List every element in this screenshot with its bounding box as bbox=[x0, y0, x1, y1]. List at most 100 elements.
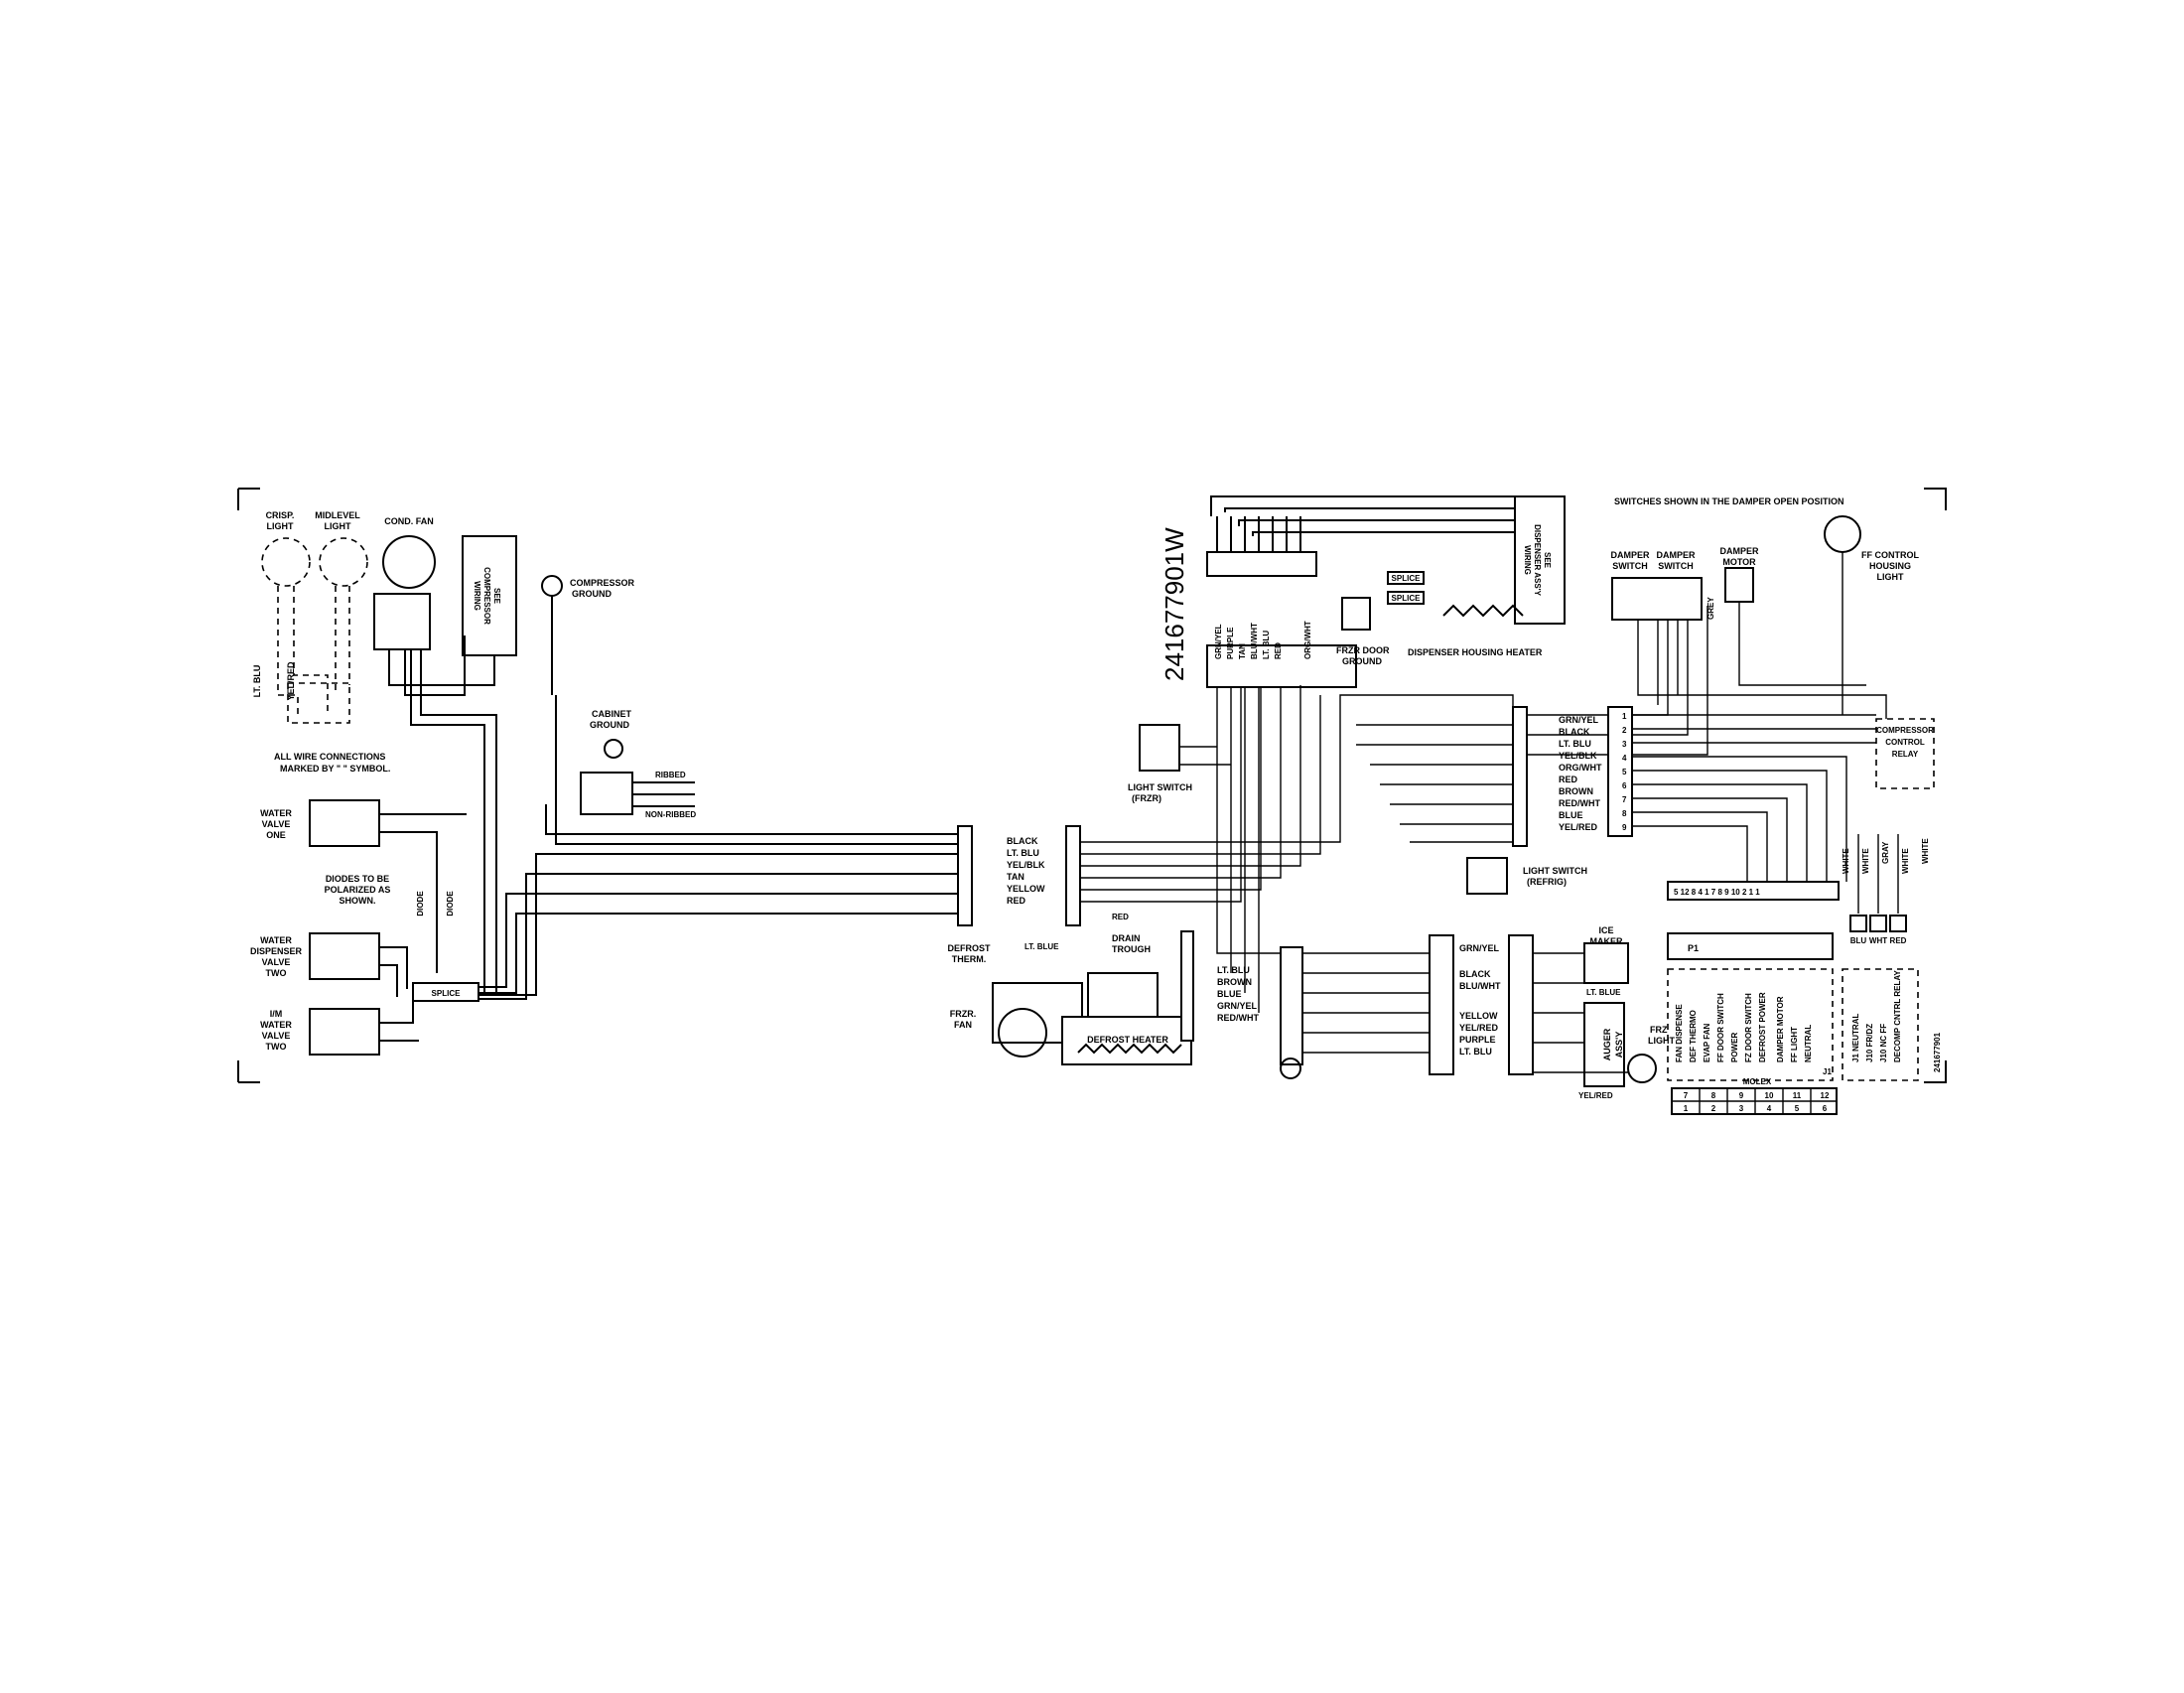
pin-block bbox=[1607, 706, 1633, 837]
harness4-5: PURPLE bbox=[1459, 1035, 1496, 1045]
harness4-6: LT. BLU bbox=[1459, 1047, 1492, 1057]
j1-labels: FAN DISPENSE DEF THERMO EVAP FAN FF DOOR… bbox=[1675, 992, 1813, 1062]
terminal-wht bbox=[1869, 915, 1887, 932]
frzr-fan-1: FRZR. bbox=[950, 1009, 977, 1019]
frzr-door-ground-icon bbox=[1341, 597, 1371, 631]
harness-connector-7 bbox=[1508, 934, 1534, 1075]
im-water-1: I/M bbox=[270, 1009, 283, 1019]
white-3: WHITE bbox=[1901, 848, 1910, 874]
relay-label-3: DECOMP CNTRL RELAY bbox=[1893, 970, 1902, 1062]
midlevel-light-label-1: MIDLEVEL bbox=[315, 510, 360, 520]
wht-label: WHT bbox=[1869, 936, 1887, 945]
light-connector bbox=[287, 682, 350, 724]
non-ribbed-label: NON-RIBBED bbox=[645, 810, 696, 819]
dispenser-housing-heater-label: DISPENSER HOUSING HEATER bbox=[1408, 647, 1543, 657]
harness-connector-5 bbox=[1280, 946, 1303, 1065]
damper-switch-1b: SWITCH bbox=[1612, 561, 1648, 571]
harness2-3: GRN/YEL bbox=[1217, 1001, 1258, 1011]
splice-label-3: SPLICE bbox=[1392, 594, 1422, 603]
top-wire-5: RED bbox=[1274, 642, 1283, 659]
defrost-section: DEFROST THERM. FRZR. FAN RED LT. BLUE DR… bbox=[947, 913, 1259, 1065]
im-water-valve bbox=[309, 1008, 380, 1056]
water-dispenser-2: DISPENSER bbox=[250, 946, 303, 956]
pin-6: 6 bbox=[1622, 781, 1627, 790]
pin-2: 2 bbox=[1622, 726, 1627, 735]
water-dispenser-valve bbox=[309, 932, 380, 980]
harness-block-3: GRN/YEL BLACK LT. BLU YEL/BLK ORG/WHT RE… bbox=[1466, 706, 1602, 895]
molex-top-5: 12 bbox=[1821, 1091, 1830, 1100]
damper-switch-1a: DAMPER bbox=[1610, 550, 1650, 560]
im-water-2: WATER bbox=[260, 1020, 292, 1030]
top-wire-0: GRN/YEL bbox=[1214, 624, 1223, 659]
frzr-fan-motor bbox=[998, 1008, 1047, 1058]
frzr-fan-2: FAN bbox=[954, 1020, 972, 1030]
harness-connector-2 bbox=[1065, 825, 1081, 926]
harness-connector-6 bbox=[1429, 934, 1454, 1075]
part-number-small: 241677901 bbox=[1933, 1032, 1942, 1072]
auger-1: AUGER bbox=[1602, 1028, 1612, 1060]
top-center-section: 241677901W GRN/YEL PURPLE TAN BLU/WHT LT… bbox=[1160, 495, 1844, 688]
harness1-2: YEL/BLK bbox=[1007, 860, 1045, 870]
j1-label-7: DAMPER MOTOR bbox=[1776, 996, 1785, 1062]
compressor-relay-1: COMPRESSOR bbox=[1876, 726, 1934, 735]
yel-red-label-2: YEL/RED bbox=[1578, 1091, 1613, 1100]
molex-bottom-0: 1 bbox=[1684, 1104, 1689, 1113]
cond-fan-motor bbox=[382, 535, 436, 589]
water-dispenser-1: WATER bbox=[260, 935, 292, 945]
right-section: DAMPER SWITCH DAMPER SWITCH DAMPER MOTOR… bbox=[1607, 515, 1942, 1115]
harness3-1: BLACK bbox=[1559, 727, 1590, 737]
all-wire-note-1: ALL WIRE CONNECTIONS bbox=[274, 752, 385, 762]
harness1-1: LT. BLU bbox=[1007, 848, 1039, 858]
molex-top-0: 7 bbox=[1684, 1091, 1689, 1100]
pin-9: 9 bbox=[1622, 823, 1627, 832]
p1-label: P1 bbox=[1688, 943, 1699, 953]
ff-control-light-2: HOUSING bbox=[1869, 561, 1911, 571]
pin-3: 3 bbox=[1622, 740, 1627, 749]
compressor-ground-label-2: GROUND bbox=[572, 589, 612, 599]
relay-label-0: J1 NEUTRAL bbox=[1851, 1014, 1860, 1062]
yel-red-label: YEL/RED bbox=[286, 661, 296, 701]
defrost-therm-1: DEFROST bbox=[947, 943, 991, 953]
relay-board bbox=[1842, 968, 1919, 1081]
damper-motor-1: DAMPER bbox=[1719, 546, 1759, 556]
harness4-4: YEL/RED bbox=[1459, 1023, 1499, 1033]
molex-top-1: 8 bbox=[1711, 1091, 1716, 1100]
crisp-light-label-1: CRISP. bbox=[266, 510, 295, 520]
molex-bottom-5: 6 bbox=[1823, 1104, 1828, 1113]
top-wire-1: PURPLE bbox=[1226, 627, 1235, 659]
frz-light-bulb bbox=[1627, 1054, 1657, 1083]
drain-trough-2: TROUGH bbox=[1112, 944, 1151, 954]
damper-motor-box bbox=[1724, 567, 1754, 603]
light-switch-refrig-icon bbox=[1466, 857, 1508, 895]
middle-connector bbox=[1206, 644, 1357, 688]
lt-blue-label: LT. BLUE bbox=[1024, 942, 1059, 951]
blu-label: BLU bbox=[1850, 936, 1867, 945]
molex-bottom-2: 3 bbox=[1739, 1104, 1744, 1113]
see-compressor-3: WIRING bbox=[473, 581, 481, 611]
relay-label-1: J10 FR/DZ bbox=[1865, 1024, 1874, 1062]
terminal-blu bbox=[1849, 915, 1867, 932]
molex-bottom-4: 5 bbox=[1795, 1104, 1800, 1113]
midlevel-light-bulb bbox=[319, 537, 368, 587]
defrost-heater-label: DEFROST HEATER bbox=[1087, 1035, 1168, 1045]
fan-connector bbox=[1087, 972, 1159, 1022]
white-2: WHITE bbox=[1861, 848, 1870, 874]
ff-control-light-1: FF CONTROL bbox=[1861, 550, 1919, 560]
water-dispenser-4: TWO bbox=[266, 968, 287, 978]
water-valve-one bbox=[309, 799, 380, 847]
damper-switch-2a: DAMPER bbox=[1656, 550, 1696, 560]
cabinet-ground-icon bbox=[604, 739, 623, 759]
harness3-3: YEL/BLK bbox=[1559, 751, 1597, 761]
pin-4: 4 bbox=[1622, 754, 1627, 763]
pin-7: 7 bbox=[1622, 795, 1627, 804]
light-switch-frzr-icon bbox=[1139, 724, 1180, 772]
harness2-4: RED/WHT bbox=[1217, 1013, 1259, 1023]
j1-label-3: FF DOOR SWITCH bbox=[1716, 993, 1725, 1062]
light-switch-frzr-1: LIGHT SWITCH bbox=[1128, 782, 1192, 792]
water-dispenser-3: VALVE bbox=[262, 957, 291, 967]
splice-label-2: SPLICE bbox=[1392, 574, 1422, 583]
harness1-4: YELLOW bbox=[1007, 884, 1045, 894]
harness-block-1: BLACK LT. BLU YEL/BLK TAN YELLOW RED bbox=[957, 825, 1081, 926]
j1-label: J1 bbox=[1823, 1067, 1832, 1076]
cond-fan-connector bbox=[373, 593, 431, 650]
